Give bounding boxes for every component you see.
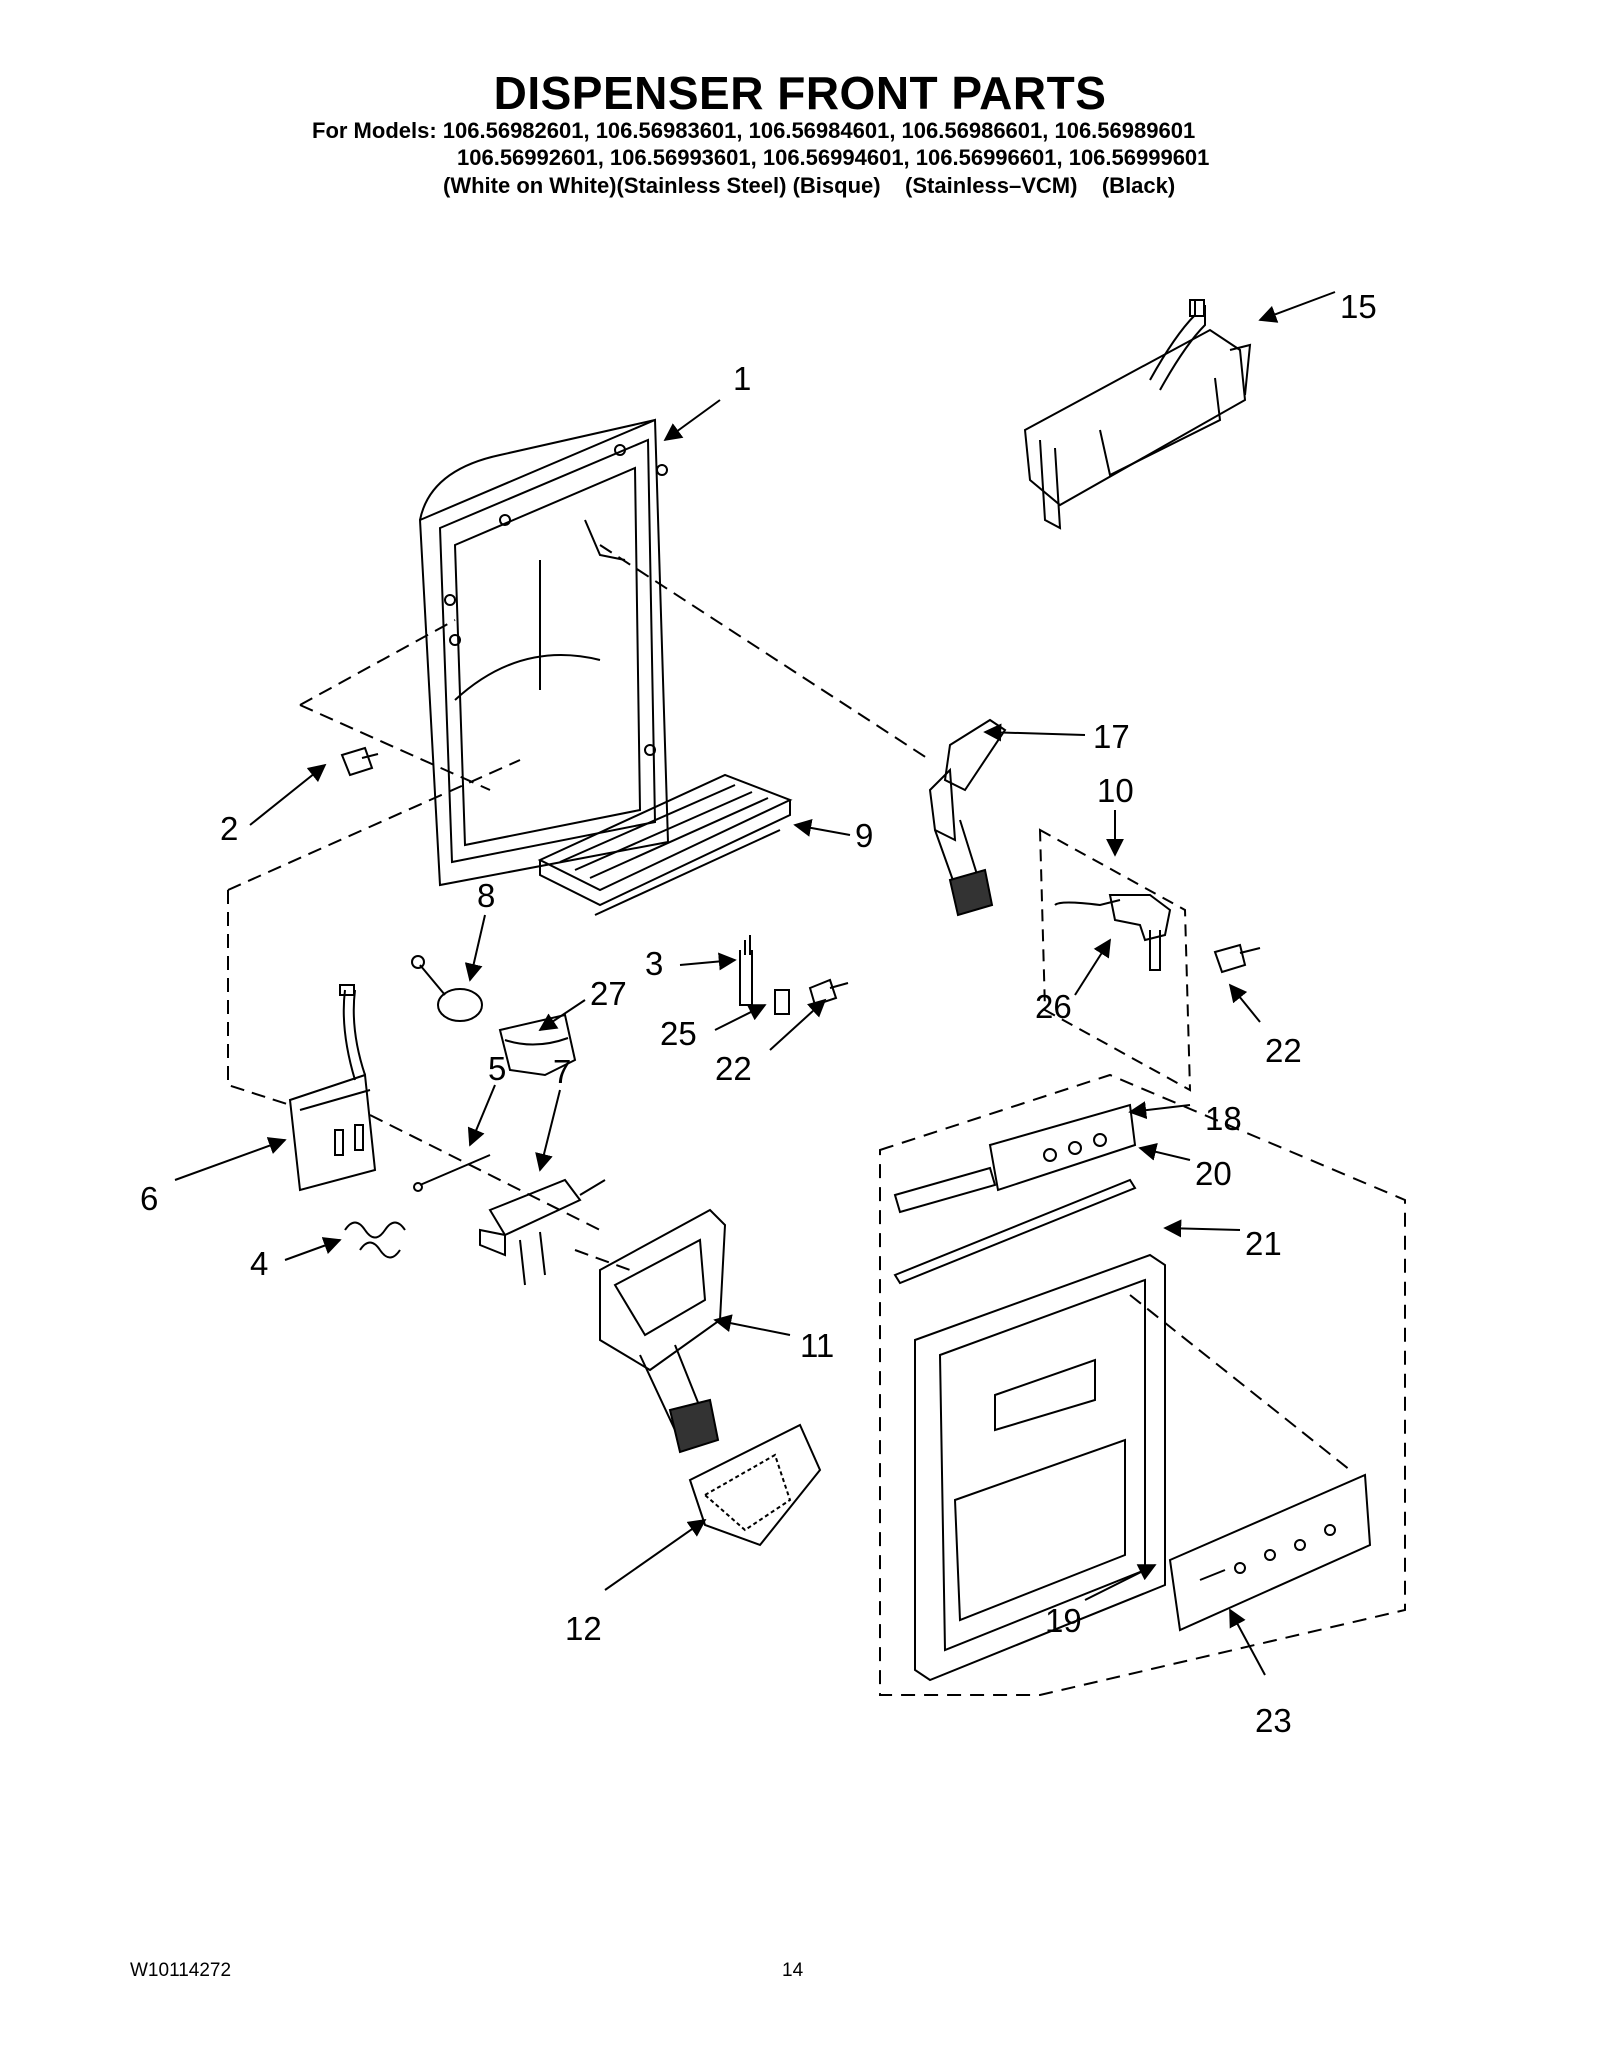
part-19-panel — [1168, 1473, 1372, 1632]
callout-23: 23 — [1255, 1702, 1292, 1739]
callout-5: 5 — [488, 1050, 506, 1087]
part-21-frame — [914, 1253, 1166, 1682]
leader-arrows — [174, 291, 1336, 1676]
callout-22-mid: 22 — [715, 1050, 752, 1087]
part-25-clip — [774, 989, 790, 1015]
callout-10: 10 — [1097, 772, 1134, 809]
callout-18: 18 — [1205, 1100, 1242, 1137]
callout-1: 1 — [733, 360, 751, 397]
models-line-3: (White on White)(Stainless Steel) (Bisqu… — [443, 173, 1176, 198]
callout-15: 15 — [1340, 288, 1377, 325]
part-22-screw-mid — [808, 978, 849, 1007]
part-4-spring — [344, 1221, 406, 1259]
callout-25: 25 — [660, 1015, 697, 1052]
callout-20: 20 — [1195, 1155, 1232, 1192]
callout-19: 19 — [1045, 1602, 1082, 1639]
callout-7: 7 — [553, 1053, 571, 1090]
part-18-switch-board — [893, 1103, 1137, 1214]
part-10-group — [1038, 828, 1192, 1092]
callout-3: 3 — [645, 945, 663, 982]
part-3-switch — [739, 935, 753, 1006]
part-11-water-lever — [599, 1208, 727, 1454]
part-9-tray — [537, 773, 793, 916]
callout-22-right: 22 — [1265, 1032, 1302, 1069]
callout-6: 6 — [140, 1180, 158, 1217]
part-6-module — [288, 984, 377, 1192]
page-number: 14 — [782, 1960, 804, 1981]
document-number: W10114272 — [130, 1960, 232, 1981]
part-7-hinge — [479, 1178, 606, 1286]
callout-12: 12 — [565, 1610, 602, 1647]
callout-2: 2 — [220, 810, 238, 847]
callout-8: 8 — [477, 877, 495, 914]
part-15-bracket — [1023, 299, 1252, 530]
callout-9: 9 — [855, 817, 873, 854]
models-line-2: 106.56992601, 106.56993601, 106.56994601… — [457, 145, 1210, 170]
callout-4: 4 — [250, 1245, 268, 1282]
callout-21: 21 — [1245, 1225, 1282, 1262]
callout-26: 26 — [1035, 988, 1072, 1025]
part-2-screw — [340, 746, 379, 777]
part-22-screw-right — [1213, 943, 1261, 974]
part-23-group-boundary — [879, 1073, 1406, 1696]
part-20-strip — [893, 1178, 1137, 1285]
page-title: DISPENSER FRONT PARTS — [493, 67, 1107, 119]
callout-11: 11 — [800, 1327, 834, 1364]
part-1-housing — [418, 418, 670, 887]
part-12-cup — [688, 1423, 822, 1547]
part-8-solenoid — [411, 955, 483, 1022]
models-line-1: For Models: 106.56982601, 106.56983601, … — [312, 118, 1196, 143]
callout-27: 27 — [590, 975, 627, 1012]
part-5-shaft — [413, 1154, 491, 1192]
callout-17: 17 — [1093, 718, 1130, 755]
part-17-ice-lever — [928, 718, 1007, 917]
assembly-lines — [227, 544, 1351, 1471]
